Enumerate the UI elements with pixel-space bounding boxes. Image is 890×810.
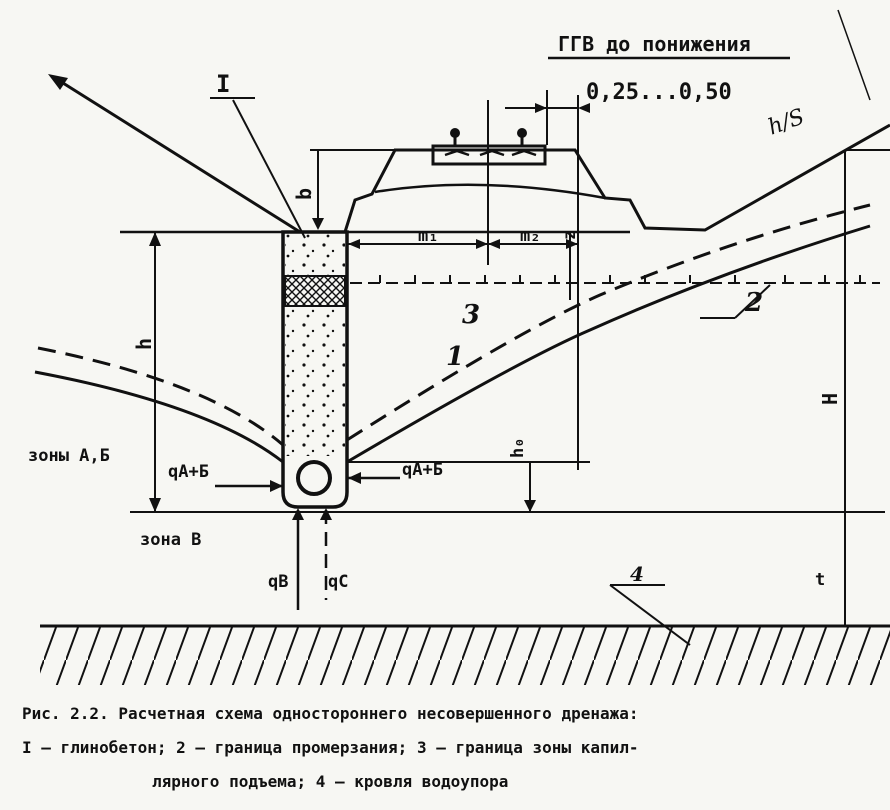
aquitard-roof: [40, 624, 890, 685]
m2-label: m₂: [520, 226, 541, 246]
gwl-before-label: ГГВ до понижения: [558, 32, 751, 56]
h-label: h: [132, 337, 156, 350]
q-ab-right-label: qА+Б: [402, 460, 443, 480]
q-c-label: qС: [328, 572, 349, 592]
leader-4: [609, 584, 691, 646]
range-label: 0,25...0,50: [586, 80, 732, 105]
zones-ab-label: зоны А,Б: [28, 446, 110, 466]
z-label: z: [560, 229, 580, 240]
dimension-h0: [347, 461, 590, 512]
pointer-arrow: [48, 74, 301, 234]
q-ab-left-label: qА+Б: [168, 462, 209, 482]
frost-level: [350, 275, 880, 284]
drain-trench: [281, 230, 349, 509]
dimension-h: [149, 232, 161, 512]
embankment-profile: [343, 123, 890, 233]
depression-curve-solid: [34, 224, 871, 464]
m1-label: m₁: [418, 226, 439, 246]
drainage-scheme: [34, 9, 890, 685]
zone-v-label: зона В: [140, 530, 202, 550]
number-1-label: 1: [446, 342, 465, 372]
caption-line-3: лярного подъема; 4 – кровля водоупора: [152, 772, 509, 791]
q-b-label: qВ: [268, 572, 289, 592]
b-label: b: [292, 187, 316, 200]
leader-2: [734, 284, 771, 319]
H-label: H: [818, 392, 842, 405]
caption-line-2: I – глинобетон; 2 – граница промерзания;…: [22, 738, 639, 757]
inflow-arrows: [215, 472, 400, 610]
dimension-m: [348, 239, 578, 249]
depression-curve-dashed: [37, 203, 871, 447]
number-4-label: 4: [630, 562, 644, 586]
number-3-label: 3: [462, 300, 481, 330]
number-2-label: 2: [745, 288, 764, 318]
leader-I: [232, 99, 306, 239]
figure-caption: Рис. 2.2. Расчетная схема одностороннего…: [22, 697, 872, 799]
item-I-label: I: [216, 70, 231, 98]
t-label: t: [815, 570, 826, 590]
dimension-b: [310, 149, 395, 230]
caption-line-1: Рис. 2.2. Расчетная схема одностороннего…: [22, 704, 639, 723]
h0-label: h₀: [508, 437, 528, 458]
dimension-H: [844, 149, 890, 626]
pavement-curve: [374, 183, 606, 200]
